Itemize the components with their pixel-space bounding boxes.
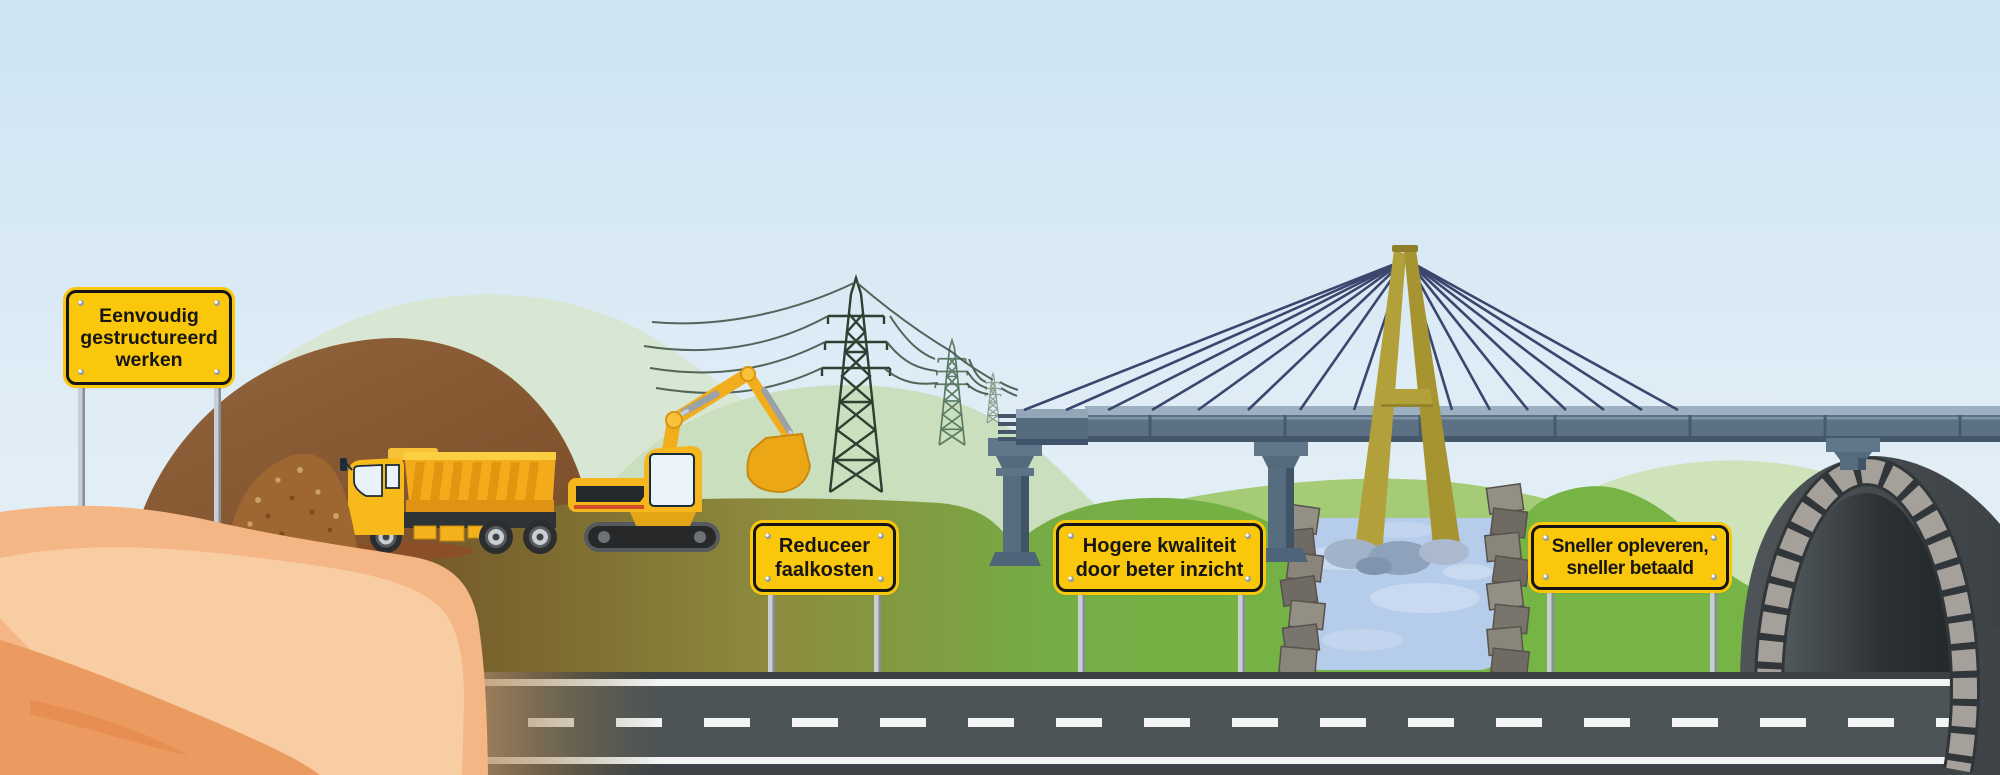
bolt-icon bbox=[1245, 533, 1251, 539]
bolt-icon bbox=[1543, 535, 1549, 541]
excavator-body bbox=[568, 446, 702, 512]
bridge-pylon bbox=[1354, 245, 1462, 556]
sign-text: Reduceer faalkosten bbox=[756, 534, 893, 582]
river bbox=[1299, 518, 1500, 670]
sign-line: Eenvoudig bbox=[99, 304, 199, 327]
bolt-icon bbox=[878, 576, 884, 582]
bridge-pier-3 bbox=[1826, 438, 1880, 470]
excavator-bucket bbox=[746, 432, 812, 494]
road bbox=[300, 672, 2000, 775]
truck-wheel bbox=[523, 520, 557, 554]
bolt-icon bbox=[1068, 533, 1074, 539]
truck-cab bbox=[340, 458, 404, 535]
bolt-icon bbox=[765, 533, 771, 539]
sign-line: Hogere kwaliteit bbox=[1082, 534, 1237, 557]
bolt-icon bbox=[765, 576, 771, 582]
sign-line: door beter inzicht bbox=[1075, 558, 1244, 581]
sign-posts bbox=[78, 335, 1717, 676]
bolt-icon bbox=[214, 300, 220, 306]
sign-line: Sneller opleveren, bbox=[1551, 535, 1709, 557]
bridge-pier-1 bbox=[988, 438, 1042, 566]
road-sign-eenvoudig: Eenvoudig gestructureerd werken bbox=[66, 290, 232, 385]
dump-truck bbox=[340, 448, 557, 554]
sign-line: Reduceer bbox=[778, 534, 871, 557]
truck-bed bbox=[388, 448, 556, 512]
sign-text: Hogere kwaliteit door beter inzicht bbox=[1059, 534, 1260, 582]
bolt-icon bbox=[878, 533, 884, 539]
sign-line: gestructureerd bbox=[80, 326, 218, 349]
tunnel-ring-front bbox=[1943, 628, 2000, 775]
road-sign-reduceer: Reduceer faalkosten bbox=[753, 523, 896, 592]
bolt-icon bbox=[1711, 535, 1717, 541]
bolt-icon bbox=[1543, 574, 1549, 580]
riprap-right bbox=[1483, 482, 1531, 677]
power-pylons bbox=[643, 276, 1019, 494]
bolt-icon bbox=[78, 369, 84, 375]
water-boulders bbox=[1324, 539, 1469, 575]
cable-stays bbox=[1023, 258, 1679, 412]
excavator-tracks bbox=[584, 522, 720, 552]
bolt-icon bbox=[1711, 574, 1717, 580]
deck-end-segment bbox=[998, 409, 1088, 445]
bridge-deck bbox=[998, 406, 2000, 445]
deck-joints bbox=[1148, 415, 1962, 436]
bolt-icon bbox=[1245, 576, 1251, 582]
sand-dunes bbox=[0, 505, 488, 775]
excavator bbox=[568, 366, 812, 552]
sign-line: werken bbox=[115, 348, 183, 371]
bridge-pier-2 bbox=[1254, 438, 1308, 562]
bolt-icon bbox=[214, 369, 220, 375]
bolt-icon bbox=[78, 300, 84, 306]
dirt-pile bbox=[228, 453, 357, 548]
truck-wheel bbox=[479, 520, 513, 554]
sign-line: sneller betaald bbox=[1566, 557, 1694, 579]
power-wires bbox=[643, 281, 1019, 397]
sign-line: faalkosten bbox=[775, 558, 874, 581]
road-sign-sneller: Sneller opleveren, sneller betaald bbox=[1531, 525, 1729, 590]
sign-text: Sneller opleveren, sneller betaald bbox=[1534, 536, 1726, 580]
sign-text: Eenvoudig gestructureerd werken bbox=[69, 305, 229, 371]
road-sign-hogere-kwaliteit: Hogere kwaliteit door beter inzicht bbox=[1056, 523, 1263, 592]
bolt-icon bbox=[1068, 576, 1074, 582]
